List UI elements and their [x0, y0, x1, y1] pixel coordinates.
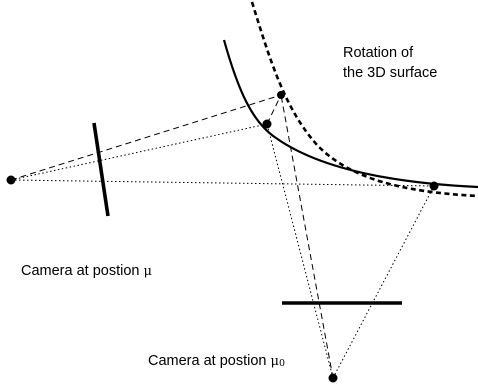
camera-mu0-subscript: 0	[279, 358, 285, 369]
rotation-label-line1: Rotation of	[343, 45, 414, 61]
camera-mu0-symbol: μ	[271, 354, 279, 369]
image-plane-mu	[92, 122, 110, 217]
ray-camera-mu-to-right-point	[10, 179, 435, 187]
surface-curve	[222, 39, 478, 189]
ray-camera-mu0-to-rotated-point	[280, 94, 334, 379]
link-surface-to-rotated-point	[266, 94, 282, 125]
camera-mu0-label-text: Camera at postion	[148, 353, 271, 369]
rotated-surface-curve	[250, 1, 478, 198]
camera-mu-label: Camera at postion μ	[21, 263, 152, 279]
camera-mu-symbol: μ	[144, 264, 152, 279]
camera-mu-point	[6, 175, 16, 185]
rotated-surface-point	[277, 91, 285, 99]
rotation-label-line2: the 3D surface	[343, 65, 437, 81]
ray-camera-mu-to-rotated-point	[10, 94, 282, 181]
ray-camera-mu-to-surface-point	[10, 123, 268, 181]
camera-mu0-point	[328, 373, 338, 383]
camera-mu0-label: Camera at postion μ0	[148, 353, 285, 369]
right-surface-point	[429, 181, 439, 191]
surface-point	[262, 119, 272, 129]
ray-camera-mu0-to-right-point	[332, 185, 435, 379]
camera-mu-label-text: Camera at postion	[21, 263, 144, 279]
